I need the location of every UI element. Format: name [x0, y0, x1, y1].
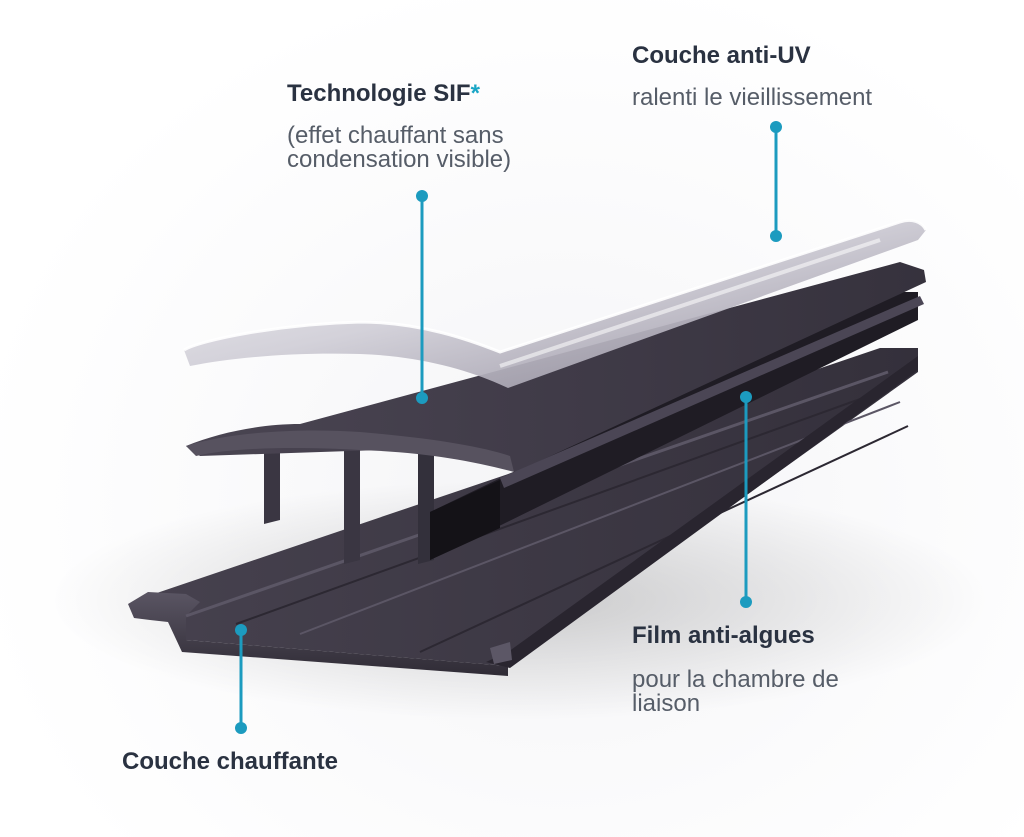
sif-leader-dot-top: [416, 190, 428, 202]
algae-leader-dot-top: [740, 391, 752, 403]
algae-callout-desc: pour la chambre de liaison: [632, 668, 839, 716]
algae-desc-line-2: liaison: [632, 690, 701, 717]
uv-callout-desc: ralenti le vieillissement: [632, 84, 873, 111]
uv-leader-dot-top: [770, 121, 782, 133]
algae-desc-line-1: pour la chambre de: [632, 666, 839, 693]
uv-leader-dot-bottom: [770, 230, 782, 242]
heating-leader-dot-bottom: [235, 722, 247, 734]
sif-title-text: Technologie SIF: [287, 80, 471, 107]
sif-callout-title: Technologie SIF*: [287, 80, 480, 108]
uv-callout-title: Couche anti-UV: [632, 42, 811, 69]
clear-cover: [183, 218, 928, 388]
sif-leader-dot-bottom: [416, 392, 428, 404]
heating-callout-title: Couche chauffante: [122, 748, 339, 775]
heating-leader-dot-top: [235, 624, 247, 636]
top-profile: [186, 262, 926, 564]
algae-leader-dot-bottom: [740, 596, 752, 608]
sif-callout-desc: (effet chauffant sans condensation visib…: [287, 124, 511, 172]
leader-lines: [235, 121, 782, 734]
sif-desc-line-2: condensation visible): [287, 146, 512, 173]
algae-callout-title: Film anti-algues: [632, 622, 815, 649]
sif-asterisk: *: [470, 80, 480, 107]
sif-desc-line-1: (effet chauffant sans: [287, 122, 504, 149]
